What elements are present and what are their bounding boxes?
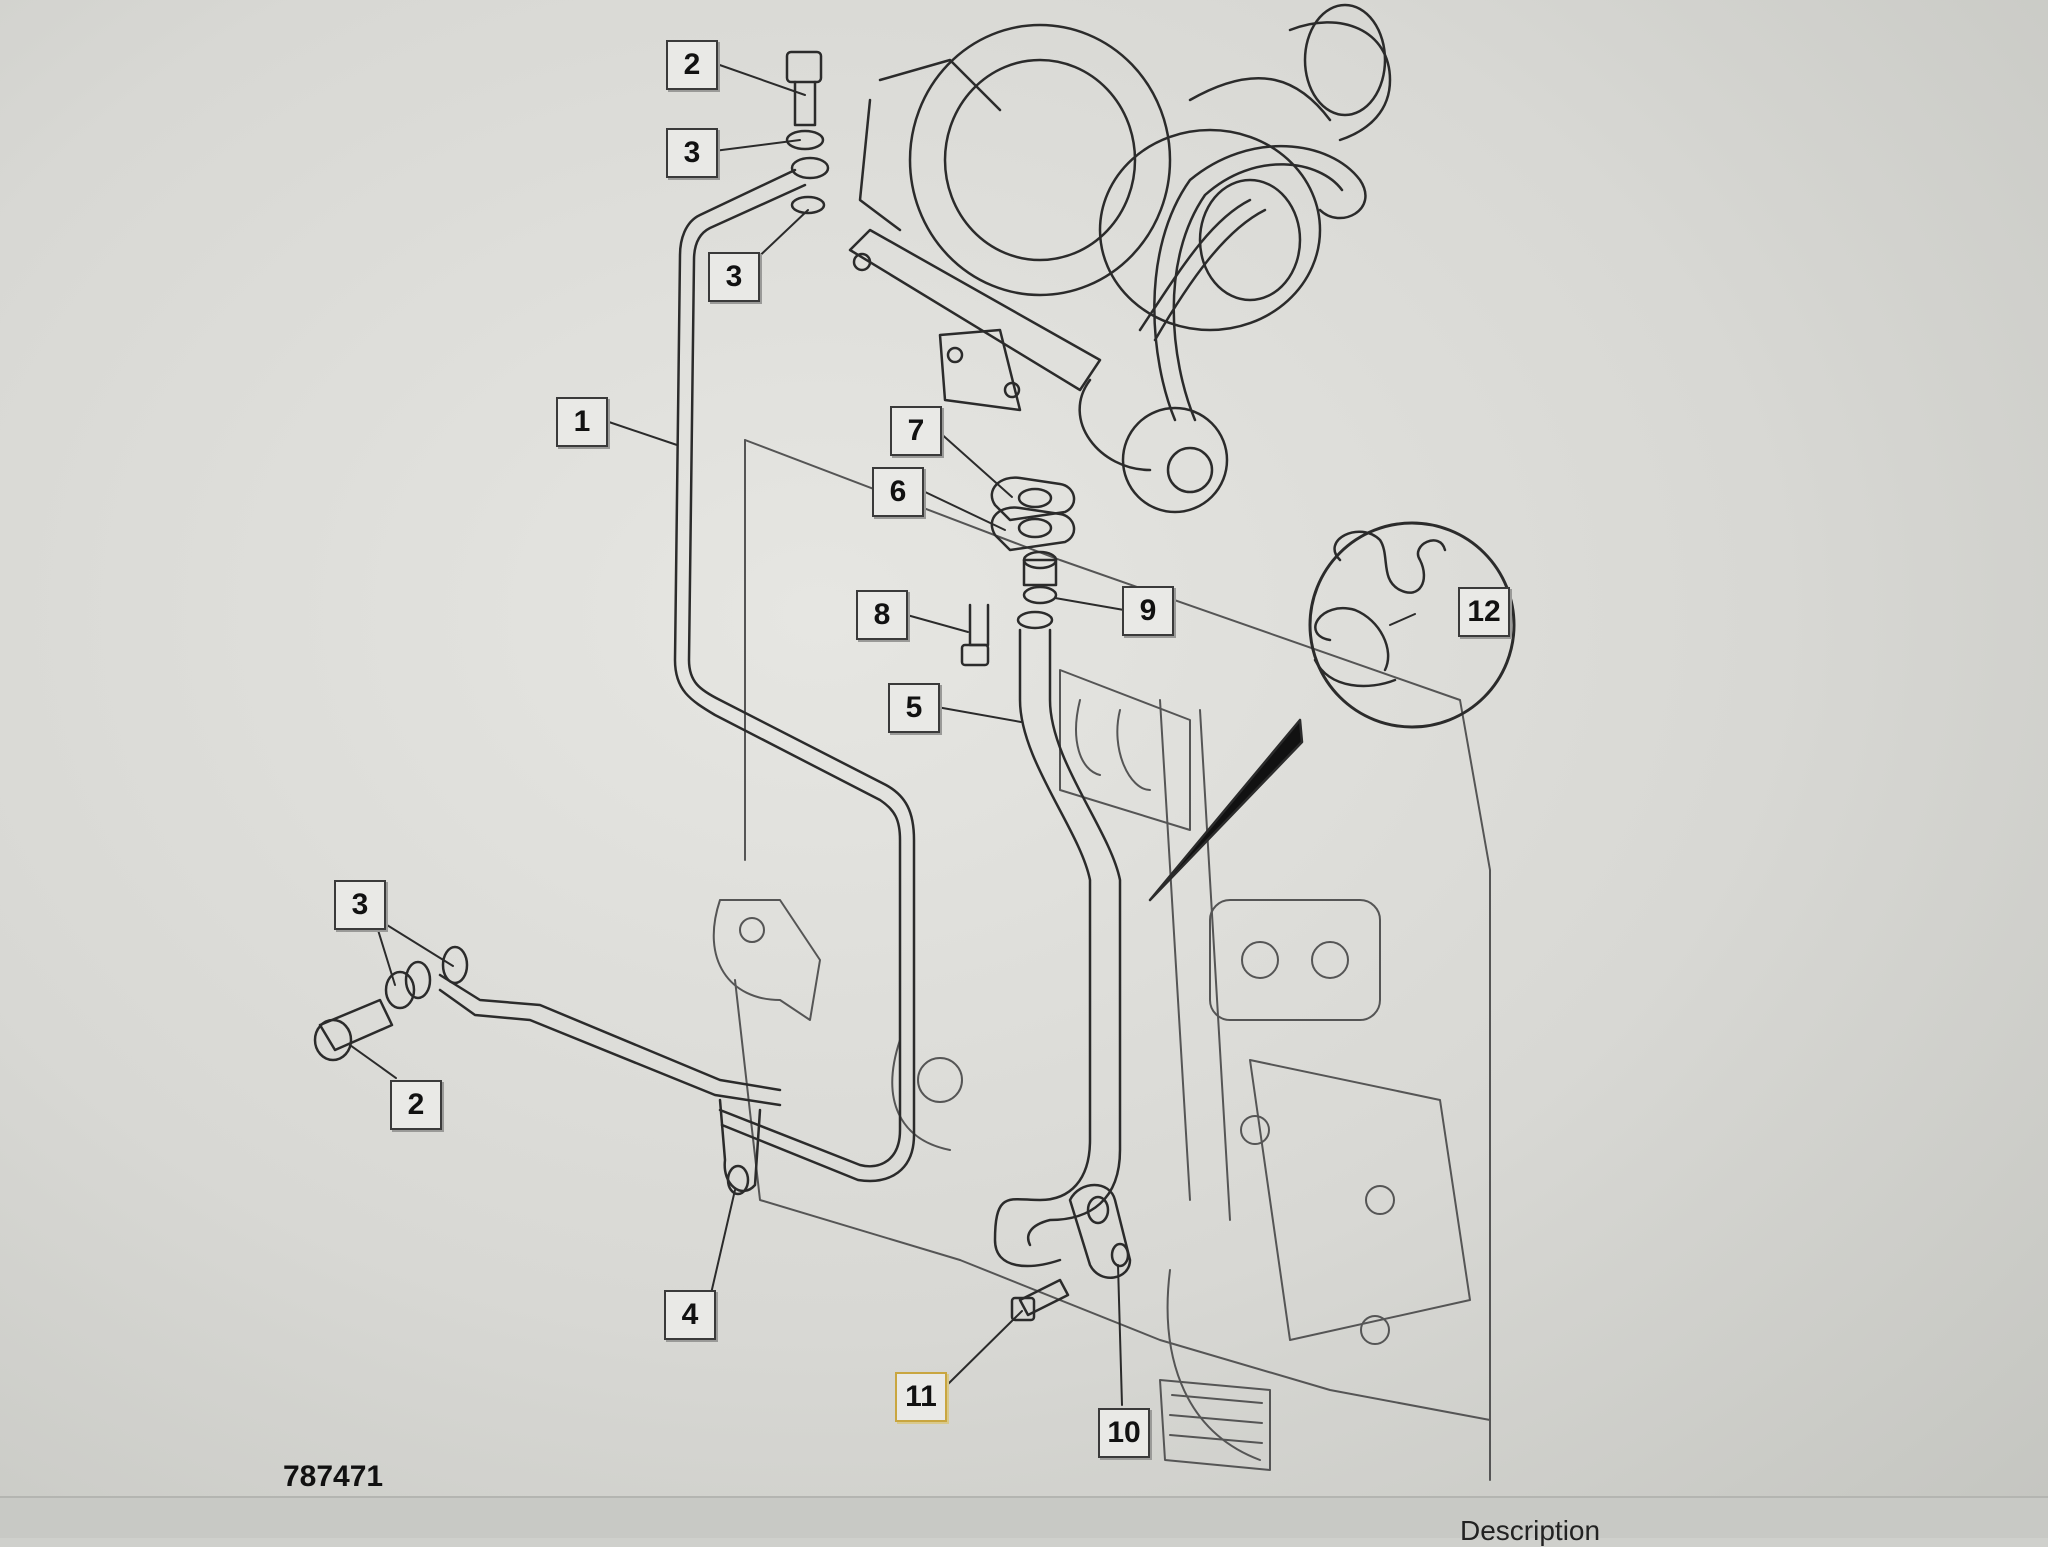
callout-8: 8 xyxy=(856,590,908,640)
bottom-description-link[interactable]: Description xyxy=(1460,1515,1601,1546)
bottom-bar xyxy=(0,1496,2048,1538)
turbocharger xyxy=(848,3,1392,514)
pipe-1 xyxy=(673,156,916,1183)
callout-10: 10 xyxy=(1098,1408,1150,1458)
callout-5: 5 xyxy=(888,683,940,733)
callout-1: 1 xyxy=(556,397,608,447)
callout-12: 12 xyxy=(1458,587,1510,637)
leader-lines xyxy=(349,62,1416,1406)
bracket-10 xyxy=(1010,1183,1132,1322)
callout-6: 6 xyxy=(872,467,924,517)
callout-11: 11 xyxy=(895,1372,947,1422)
callout-2-low: 2 xyxy=(390,1080,442,1130)
callout-3-top: 3 xyxy=(666,128,718,178)
callout-3-mid: 3 xyxy=(708,252,760,302)
pipe-4 xyxy=(313,945,782,1196)
detail-12 xyxy=(1148,521,1516,902)
screw-8 xyxy=(960,603,990,667)
bolt-top xyxy=(785,50,825,151)
callout-9: 9 xyxy=(1122,586,1174,636)
callout-7: 7 xyxy=(890,406,942,456)
pipe-5 xyxy=(990,476,1122,1268)
figure-id: 787471 xyxy=(283,1460,384,1493)
callout-3-low: 3 xyxy=(334,880,386,930)
callout-2-top: 2 xyxy=(666,40,718,90)
callout-4: 4 xyxy=(664,1290,716,1340)
engine-block xyxy=(712,439,1491,1481)
